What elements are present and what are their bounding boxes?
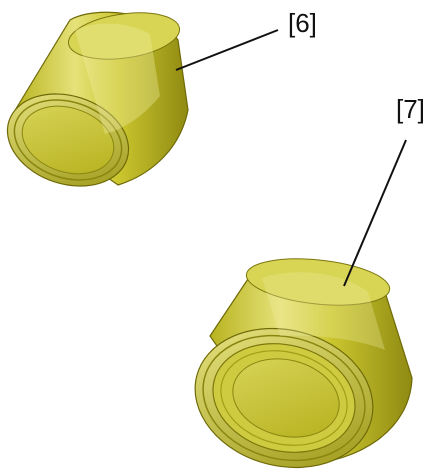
part-6-front-face bbox=[21, 105, 115, 175]
leader-line-6 bbox=[175, 29, 279, 71]
leader-line-7 bbox=[343, 139, 407, 287]
part-6-back-face bbox=[67, 12, 181, 60]
callout-label-6: [6] bbox=[288, 8, 317, 38]
part-7-rim-ring-1 bbox=[202, 334, 366, 462]
part-6-front-groove bbox=[13, 99, 123, 181]
callout-label-7: [7] bbox=[396, 94, 425, 124]
part-7-back-face bbox=[245, 258, 391, 306]
part-6 bbox=[6, 11, 189, 187]
part-7 bbox=[194, 258, 413, 469]
part-7-front-face bbox=[232, 358, 340, 438]
part-7-rim-ring-3 bbox=[220, 350, 348, 446]
